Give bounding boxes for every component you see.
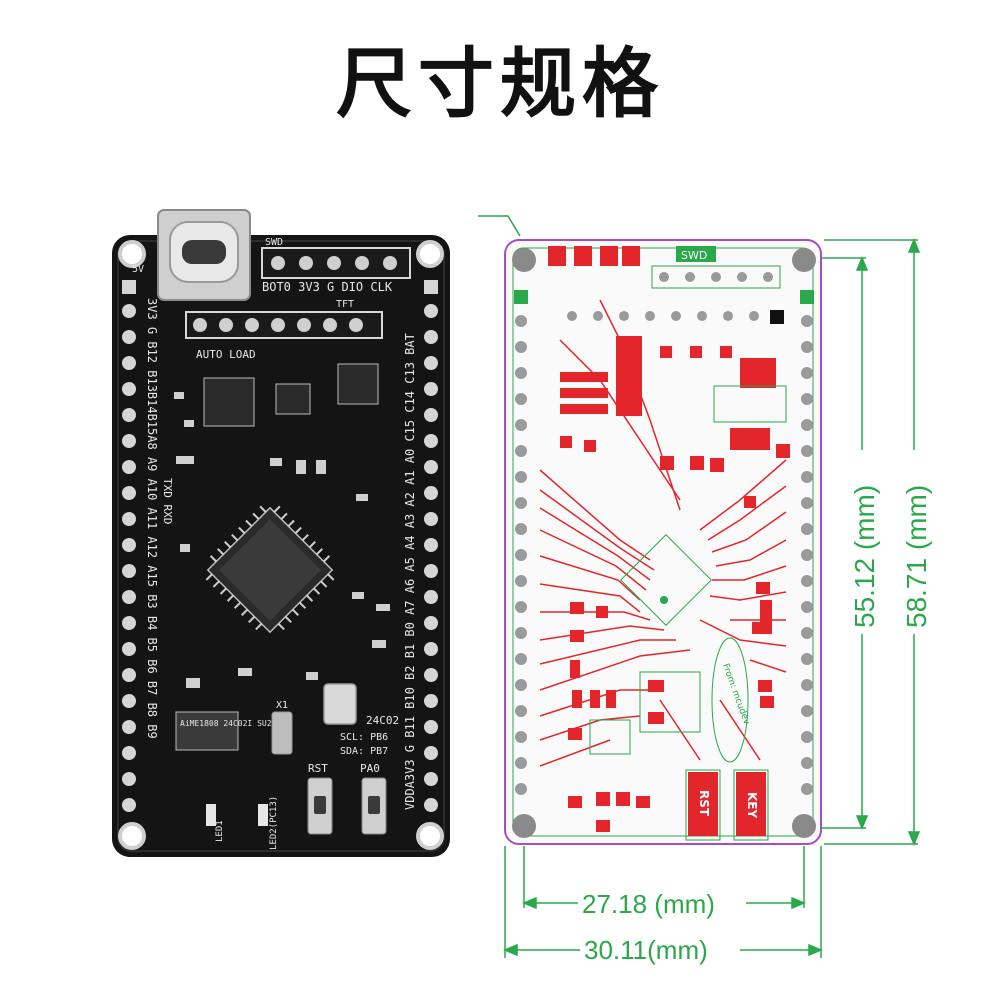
swd-pin-labels: BOT0 3V3 G DIO CLK bbox=[262, 280, 393, 294]
led1 bbox=[206, 804, 216, 826]
svg-text:PA0: PA0 bbox=[360, 762, 380, 775]
led2 bbox=[258, 804, 268, 826]
ch340-chip bbox=[203, 377, 255, 427]
layout-key-label: KEY bbox=[745, 792, 759, 818]
board-photo: SWD BOT0 3V3 G DIO CLK TFT AUTO LOAD 5V … bbox=[112, 209, 450, 857]
regulator bbox=[337, 363, 379, 405]
sda-label: SDA: PB7 bbox=[340, 746, 388, 757]
tft-label: TFT bbox=[336, 299, 354, 310]
crystal-x1 bbox=[271, 711, 293, 755]
right-header-labels: VDDA3V3 G B11 B10 B2 B1 B0 A7 A6 A5 A4 A… bbox=[403, 333, 417, 810]
inner-width-label: 27.18 (mm) bbox=[582, 889, 715, 919]
outer-width-label: 30.11(mm) bbox=[584, 935, 708, 965]
board-outline bbox=[504, 239, 822, 845]
right-header-pins bbox=[424, 280, 438, 812]
swd-label: SWD bbox=[265, 237, 283, 248]
outer-height-label: 58.71 (mm) bbox=[901, 485, 932, 628]
layout-rst-label: RST bbox=[697, 790, 711, 817]
left-header-labels: 3V3 G B12 B13B14B15A8 A9 A10 A11 A12 A15… bbox=[145, 298, 159, 739]
inner-height-label: 55.12 (mm) bbox=[849, 485, 880, 628]
svg-text:LED2(PC13): LED2(PC13) bbox=[269, 796, 279, 850]
crystal bbox=[323, 683, 357, 725]
auto-load-label: AUTO LOAD bbox=[196, 348, 256, 361]
swd-box bbox=[676, 246, 716, 262]
svg-text:RST: RST bbox=[308, 762, 328, 775]
left-header-pins bbox=[122, 280, 136, 812]
layout-left-pins bbox=[514, 290, 528, 795]
5v-label: 5V bbox=[132, 264, 144, 275]
24c02-label: 24C02 bbox=[366, 714, 399, 727]
svg-text:SWD: SWD bbox=[681, 249, 707, 262]
svg-text:AiME1808 24C02I SU27.0: AiME1808 24C02I SU27.0 bbox=[180, 719, 286, 728]
mcu-chip bbox=[205, 505, 335, 634]
scl-label: SCL: PB6 bbox=[340, 732, 388, 743]
svg-text:LED1: LED1 bbox=[215, 820, 225, 842]
layout-right-pins bbox=[800, 290, 814, 795]
pcb-layout-drawing: SWD bbox=[478, 215, 822, 845]
eeprom-chip bbox=[175, 711, 239, 751]
dimension-lines bbox=[503, 238, 921, 958]
page-title: 尺寸规格 bbox=[336, 39, 664, 128]
txd-rxd-label: TXD RXD bbox=[161, 478, 174, 524]
svg-text:X1: X1 bbox=[276, 700, 288, 711]
